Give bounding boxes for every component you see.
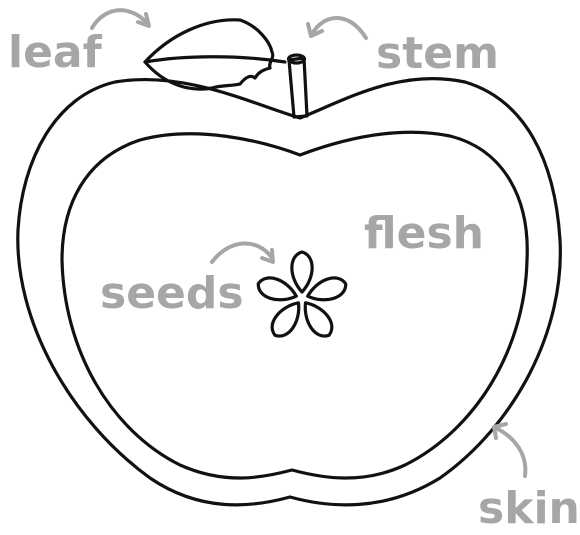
seed: [297, 297, 337, 341]
label-seeds: seeds: [100, 268, 244, 319]
seed: [267, 297, 307, 341]
label-skin: skin: [478, 483, 580, 534]
seed: [292, 252, 312, 292]
stem-shape: [289, 58, 307, 117]
label-flesh: flesh: [364, 208, 484, 259]
skin-arrow: [494, 424, 525, 476]
leaf-arrow: [92, 10, 149, 28]
leaf-shape: [145, 20, 285, 89]
label-stem: stem: [376, 28, 499, 79]
stem-arrow: [308, 18, 366, 38]
label-leaf: leaf: [8, 27, 103, 78]
seeds-arrow: [212, 243, 273, 262]
seeds-core: [255, 252, 349, 341]
